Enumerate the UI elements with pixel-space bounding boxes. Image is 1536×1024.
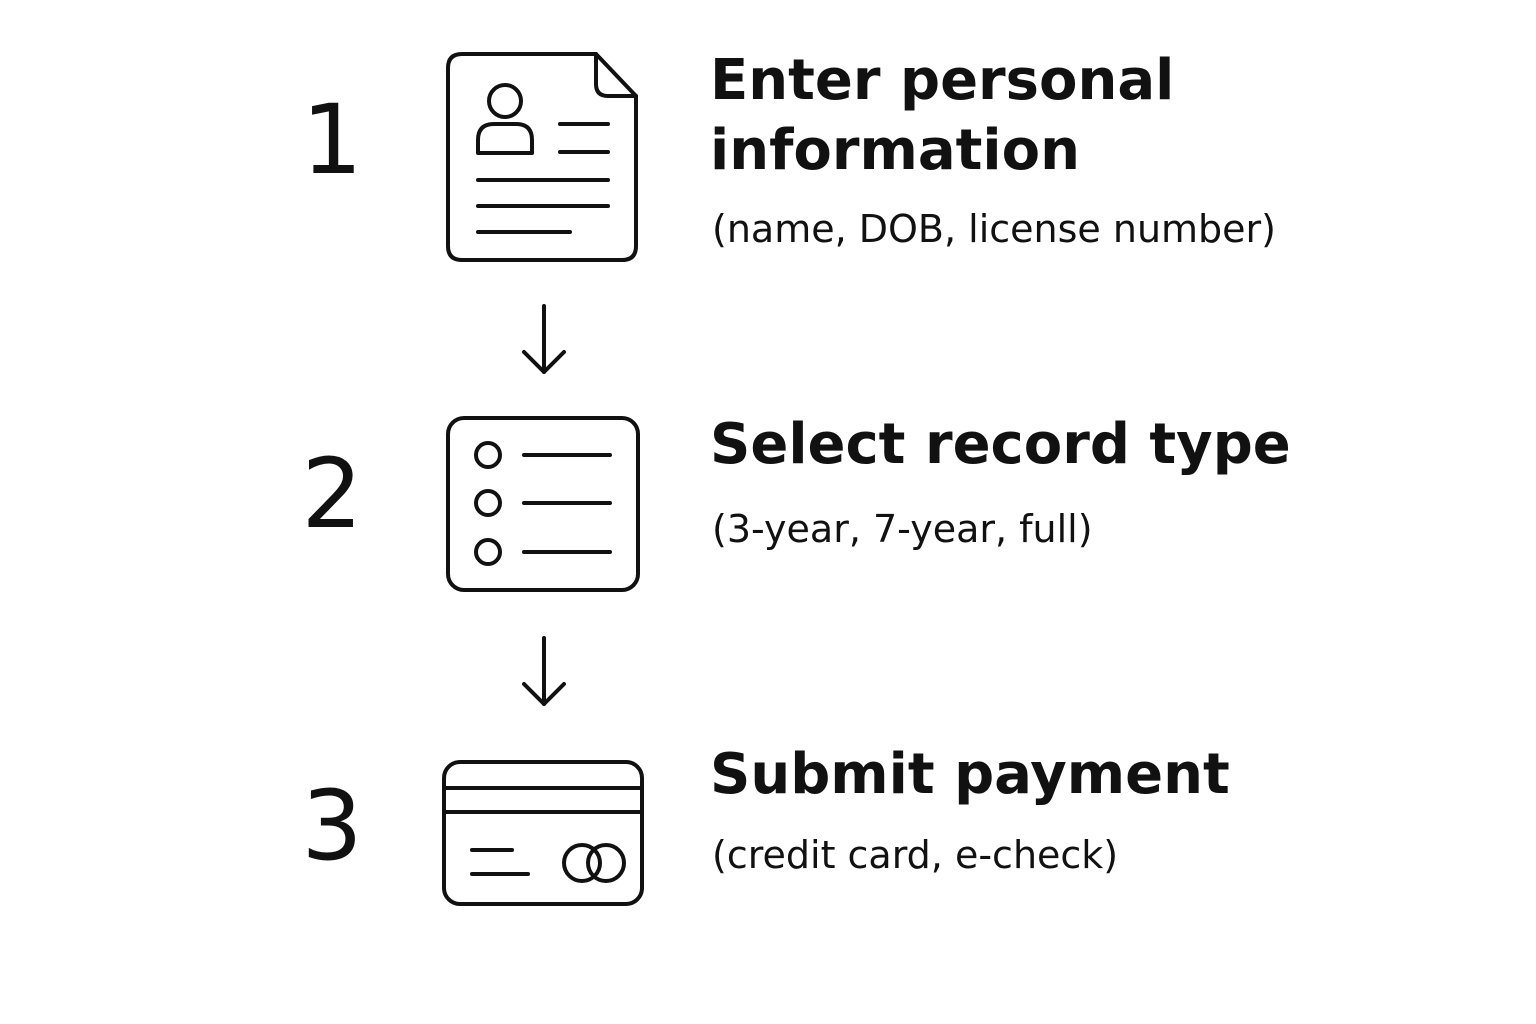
- down-arrow-icon: [518, 300, 570, 385]
- step-3-detail: (credit card, e-check): [712, 833, 1119, 877]
- step-1-detail: (name, DOB, license number): [712, 207, 1277, 251]
- credit-card-icon: [436, 754, 650, 917]
- step-2-detail: (3-year, 7-year, full): [712, 507, 1093, 551]
- step-1-title: Enter personal information: [710, 48, 1175, 183]
- record-type-list-icon: [440, 412, 644, 601]
- down-arrow-icon: [518, 632, 570, 717]
- step-3-title: Submit payment: [710, 742, 1230, 807]
- step-3-number: 3: [301, 770, 363, 882]
- step-1-number: 1: [301, 84, 363, 196]
- step-2-title: Select record type: [710, 412, 1291, 477]
- personal-info-document-icon: [440, 46, 644, 271]
- step-2-number: 2: [301, 438, 363, 550]
